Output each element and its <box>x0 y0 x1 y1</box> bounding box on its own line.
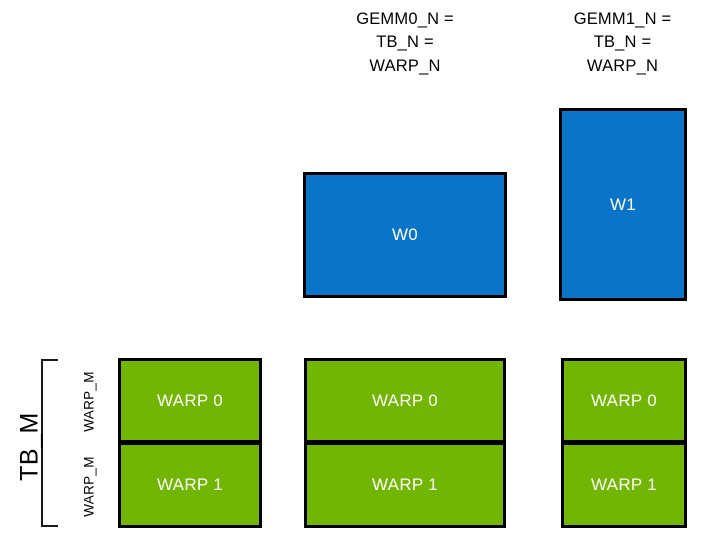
blue-warp-tile-w0: W0 <box>303 172 507 298</box>
green-warp-cell-col3-row0-label: WARP 0 <box>590 390 658 410</box>
blue-warp-tile-w0-label: W0 <box>391 225 419 244</box>
header-gemm0-dimensions: GEMM0_N = TB_N = WARP_N <box>356 10 454 75</box>
green-warp-cell-col1-row1: WARP 1 <box>118 442 262 528</box>
green-warp-cell-col3-row0: WARP 0 <box>561 358 687 443</box>
green-warp-cell-col1-row1-label: WARP 1 <box>156 475 224 494</box>
green-warp-cell-col2-row0-label: WARP 0 <box>371 390 439 410</box>
green-warp-cell-col1-row0: WARP 0 <box>118 358 262 443</box>
green-warp-cell-col1-row0-label: WARP 0 <box>156 390 224 410</box>
green-warp-cell-col3-row1-label: WARP 1 <box>590 475 658 494</box>
green-warp-cell-col2-row0: WARP 0 <box>304 358 506 443</box>
tb-m-label: TB_M <box>15 412 44 481</box>
green-warp-cell-col2-row1-label: WARP 1 <box>371 475 439 494</box>
blue-warp-tile-w1: W1 <box>559 108 687 301</box>
green-warp-cell-col3-row1: WARP 1 <box>561 442 687 528</box>
green-warp-cell-col2-row1: WARP 1 <box>304 442 506 528</box>
header-gemm1-dimensions: GEMM1_N = TB_N = WARP_N <box>573 10 672 75</box>
tb-m-bracket <box>41 359 58 527</box>
warp-m-label-top: WARP_M <box>81 371 97 432</box>
warp-m-label-bottom: WARP_M <box>81 456 97 517</box>
blue-warp-tile-w1-label: W1 <box>609 194 637 214</box>
